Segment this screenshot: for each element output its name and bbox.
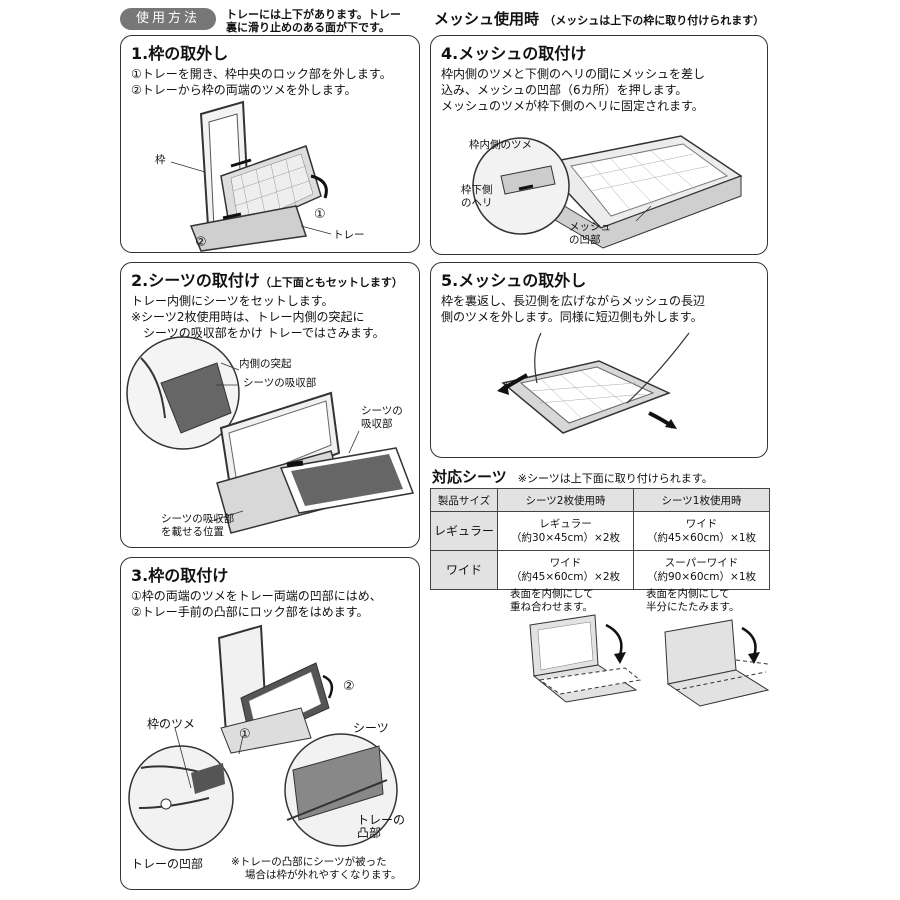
sheets-row-size: ワイド	[430, 550, 498, 590]
sheets-cell-b: （約45×60cm）×1枚	[647, 532, 756, 544]
fold2-caption-2: 半分にたたみます。	[646, 601, 740, 613]
fold2-caption: 表面を内側にして 半分にたたみます。	[646, 588, 739, 614]
step4-line3: メッシュのツメが枠下側のヘリに固定されます。	[441, 99, 704, 113]
step4-title: 4.メッシュの取付け	[441, 44, 587, 63]
step1-title: 1.枠の取外し	[131, 44, 229, 63]
mesh-header: メッシュ使用時 （メッシュは上下の枠に取り付けられます）	[434, 8, 764, 29]
step3-mark2: ②	[343, 679, 355, 694]
table-row: ワイド ワイド （約45×60cm）×2枚 スーパーワイド （約90×60cm）×1…	[430, 550, 770, 590]
step5-line1: 枠を裏返し、長辺側を広げながらメッシュの長辺	[441, 294, 706, 308]
step4-label-edge-2: のヘリ	[461, 197, 493, 209]
sheets-cell: ワイド （約45×60cm）×2枚	[497, 550, 634, 590]
step5-illustration	[497, 332, 690, 434]
step2-label-place: シーツの吸収部 を載せる位置	[161, 513, 234, 539]
sheets-cell-a: ワイド	[549, 557, 582, 569]
step2-line1: トレー内側にシーツをセットします。	[131, 294, 334, 308]
sheets-cell-a: ワイド	[685, 518, 718, 530]
step1-mark2: ②	[195, 235, 207, 250]
step3-note-2: 場合は枠が外れやすくなります。	[245, 869, 402, 881]
step2-panel: 2.シーツの取付け（上下面ともセットします） トレー内側にシーツをセットします。…	[120, 262, 420, 548]
sheets-cell-b: （約30×45cm）×2枚	[511, 532, 620, 544]
step2-label-absorb: シーツの吸収部	[243, 377, 317, 389]
step2-label-sheet-absorb-1: シーツの	[361, 405, 403, 417]
step1-label-tray: トレー	[333, 229, 365, 241]
sheets-note: ※シーツは上下面に取り付けられます。	[517, 472, 713, 485]
step3-illustration	[128, 624, 398, 851]
fold2-illustration	[664, 619, 770, 707]
sheets-cell-a: レギュラー	[539, 518, 592, 530]
step2-label-protrusion: 内側の突起	[239, 358, 292, 370]
tray-note-line2: 裏に滑り止めのある面が下です。	[226, 21, 390, 34]
step3-title: 3.枠の取付け	[131, 566, 229, 585]
sheets-col-one: シーツ1枚使用時	[633, 488, 770, 512]
step3-label-recess: トレーの凹部	[131, 857, 204, 871]
step4-line1: 枠内側のツメと下側のヘリの間にメッシュを差し	[441, 67, 706, 81]
step2-line2: ※シーツ2枚使用時は、トレー内側の突起に	[131, 310, 365, 324]
step1-line1: ①トレーを開き、枠中央のロック部を外します。	[131, 67, 392, 81]
step2-label-place-1: シーツの吸収部	[161, 513, 235, 525]
step4-label-recess-1: メッシュ	[569, 221, 611, 233]
step2-title-wrap: 2.シーツの取付け（上下面ともセットします）	[131, 267, 403, 291]
step2-title-sub: （上下面ともセットします）	[259, 276, 403, 289]
fold2-caption-1: 表面を内側にして	[646, 588, 730, 600]
step2-title: 2.シーツの取付け	[131, 271, 260, 290]
sheets-cell-b: （約90×60cm）×1枚	[647, 571, 756, 583]
step4-panel: 4.メッシュの取付け 枠内側のツメと下側のヘリの間にメッシュを差し 込み、メッシ…	[430, 35, 768, 255]
step4-line2: 込み、メッシュの凹部（6カ所）を押します。	[441, 83, 688, 97]
step2-label-sheet-absorb-2: 吸収部	[361, 418, 393, 430]
tray-note-line1: トレーには上下があります。トレー	[226, 8, 401, 21]
step5-line2: 側のツメを外します。同様に短辺側も外します。	[441, 310, 703, 324]
step3-line2: ②トレー手前の凸部にロック部をはめます。	[131, 605, 369, 619]
sheets-cell: スーパーワイド （約90×60cm）×1枚	[633, 550, 770, 590]
mesh-header-title: メッシュ使用時	[434, 10, 540, 28]
step5-panel: 5.メッシュの取外し 枠を裏返し、長辺側を広げながらメッシュの長辺 側のツメを外…	[430, 262, 768, 458]
mesh-header-note: （メッシュは上下の枠に取り付けられます）	[544, 14, 765, 27]
fold1-caption-1: 表面を内側にして	[510, 588, 594, 600]
sheets-title: 対応シーツ	[432, 468, 507, 486]
step1-label-frame: 枠	[155, 154, 166, 166]
step3-label-sheet: シーツ	[353, 721, 389, 735]
step4-illustration	[472, 135, 743, 249]
step3-note: ※トレーの凸部にシーツが被った 場合は枠が外れやすくなります。	[231, 856, 401, 882]
step5-title: 5.メッシュの取外し	[441, 271, 587, 290]
step2-line3: シーツの吸収部をかけ トレーではさみます。	[143, 326, 385, 340]
step3-line1: ①枠の両端のツメをトレー両端の凹部にはめ、	[131, 589, 382, 603]
step4-label-claw: 枠内側のツメ	[469, 139, 532, 151]
fold1-caption-2: 重ね合わせます。	[510, 601, 593, 613]
sheets-col-two: シーツ2枚使用時	[497, 488, 634, 512]
step3-note-1: ※トレーの凸部にシーツが被った	[231, 856, 387, 868]
sheets-cell-a: スーパーワイド	[664, 557, 739, 569]
step3-mark1: ①	[239, 727, 251, 742]
step1-line2: ②トレーから枠の両端のツメを外します。	[131, 83, 357, 97]
step2-label-place-2: を載せる位置	[161, 526, 224, 538]
step4-label-recess-2: の凹部	[569, 234, 601, 246]
sheets-cell-b: （約45×60cm）×2枚	[511, 571, 620, 583]
sheets-cell: レギュラー （約30×45cm）×2枚	[497, 511, 634, 551]
step1-mark1: ①	[314, 207, 326, 222]
step2-illustration	[126, 336, 415, 534]
step3-label-claw: 枠のツメ	[147, 717, 196, 731]
step3-label-bump-2: 凸部	[357, 826, 382, 840]
sheets-header: 対応シーツ ※シーツは上下面に取り付けられます。	[432, 466, 713, 487]
fold1-illustration	[529, 614, 642, 703]
step3-label-bump-1: トレーの	[357, 813, 406, 827]
fold1-caption: 表面を内側にして 重ね合わせます。	[510, 588, 594, 614]
step4-label-edge: 枠下側 のヘリ	[461, 184, 493, 210]
step3-panel: 3.枠の取付け ①枠の両端のツメをトレー両端の凹部にはめ、 ②トレー手前の凸部に…	[120, 557, 420, 890]
sheets-table: 製品サイズ シーツ2枚使用時 シーツ1枚使用時 レギュラー レギュラー （約30×…	[430, 488, 770, 590]
step2-label-sheet-absorb: シーツの 吸収部	[361, 405, 403, 431]
step3-label-bump: トレーの 凸部	[357, 814, 405, 840]
tray-note: トレーには上下があります。トレー 裏に滑り止めのある面が下です。	[226, 8, 401, 34]
step1-illustration	[170, 100, 332, 252]
sheets-col-size: 製品サイズ	[430, 488, 498, 512]
usage-tag: 使用方法	[120, 8, 216, 30]
sheets-table-header-row: 製品サイズ シーツ2枚使用時 シーツ1枚使用時	[430, 488, 770, 512]
step1-panel: 1.枠の取外し ①トレーを開き、枠中央のロック部を外します。 ②トレーから枠の両…	[120, 35, 420, 253]
step4-label-edge-1: 枠下側	[461, 184, 493, 196]
step4-label-recess: メッシュ の凹部	[569, 221, 611, 247]
